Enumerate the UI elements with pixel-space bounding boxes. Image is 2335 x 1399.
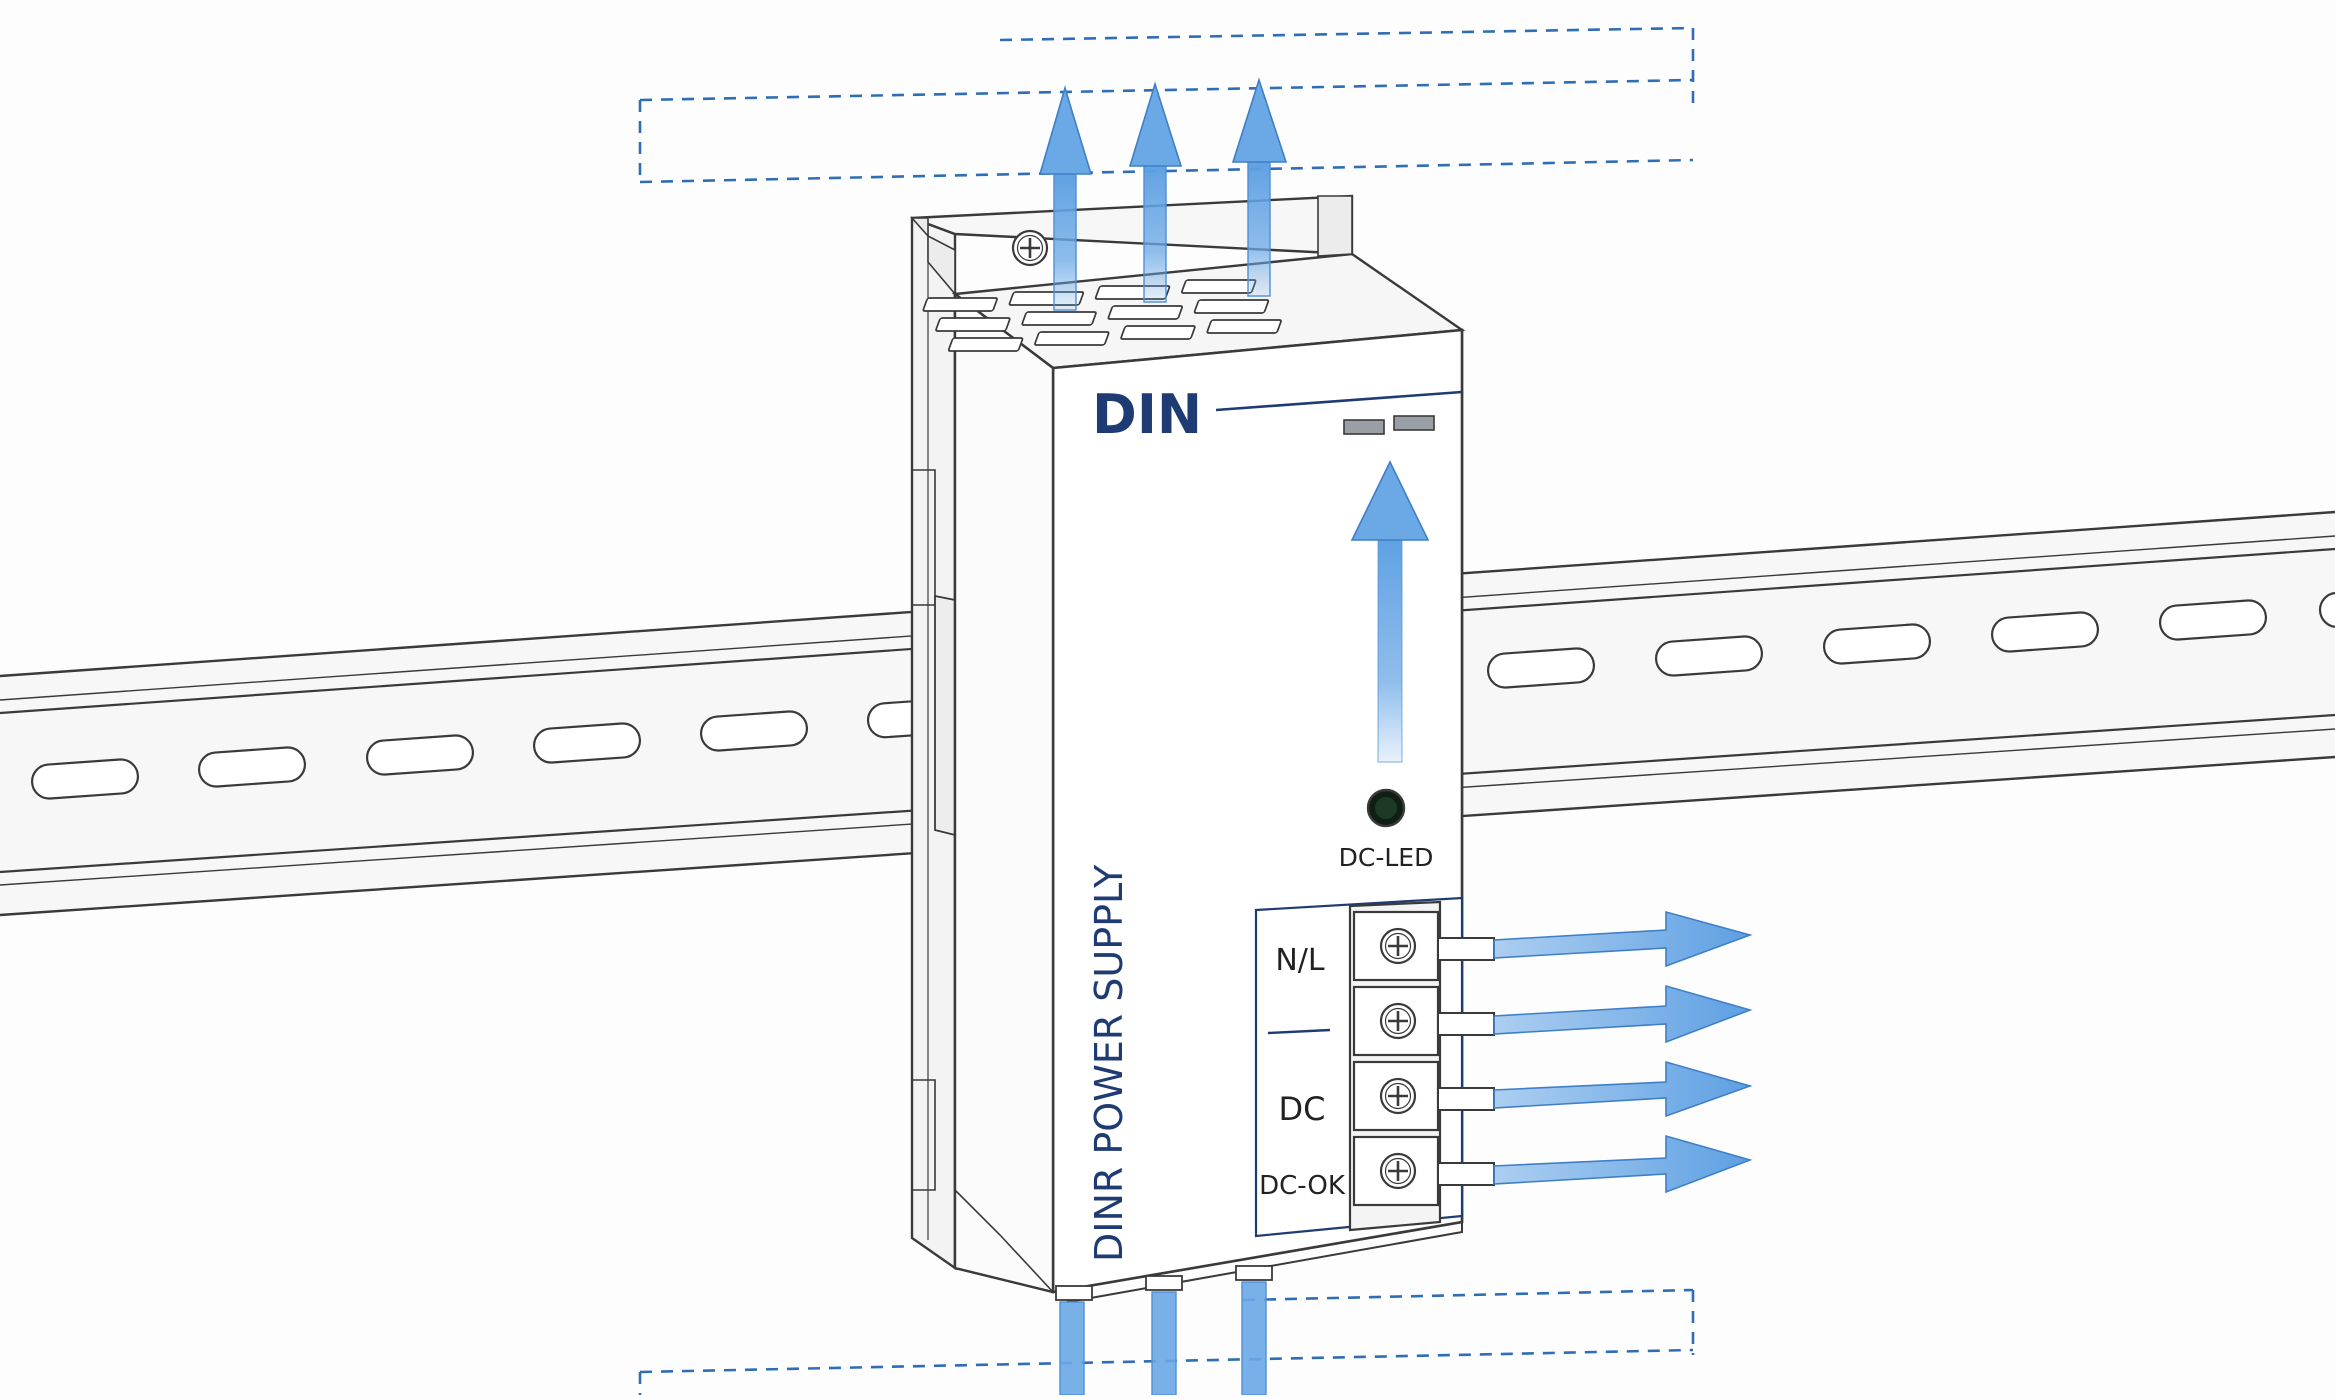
brand-area: DIN — [1092, 383, 1463, 446]
terminal-screw-icon — [1379, 1002, 1417, 1040]
airflow-arrow-icon — [1493, 1134, 1753, 1194]
airflow-arrow-icon — [1038, 85, 1093, 311]
airflow-arrow-icon — [1493, 984, 1753, 1044]
indicator-window-2 — [1393, 415, 1435, 431]
terminal-label-dc-ok: DC-OK — [1259, 1171, 1346, 1201]
indicator-window-1 — [1343, 419, 1385, 435]
top-mounting-screw-icon — [1011, 229, 1049, 267]
terminal-label-dc: DC — [1279, 1090, 1326, 1128]
top-airflow-arrows — [1038, 77, 1288, 311]
bottom-airflow-arrows — [1059, 1281, 1267, 1396]
terminal-screw-icon — [1379, 1152, 1417, 1190]
terminal-screw-icon — [1379, 1077, 1417, 1115]
led-label: DC-LED — [1339, 843, 1434, 872]
model-label: DINR POWER SUPPLY — [1087, 864, 1131, 1262]
output-airflow-arrows — [1493, 910, 1753, 1194]
terminal-block: N/L DC DC-OK — [1254, 896, 1495, 1238]
front-airflow-arrow-icon — [1350, 460, 1430, 763]
airflow-arrow-icon — [1493, 1060, 1753, 1118]
terminal-label-nl: N/L — [1275, 943, 1325, 978]
airflow-arrow-icon — [1128, 81, 1183, 303]
dc-led: DC-LED — [1339, 788, 1434, 872]
terminal-screw-icon — [1379, 927, 1417, 965]
top-vent-grille — [922, 279, 1282, 352]
brand-label: DIN — [1092, 383, 1202, 446]
airflow-arrow-icon — [1059, 1301, 1085, 1396]
airflow-arrow-icon — [1231, 77, 1288, 297]
airflow-arrow-icon — [1493, 910, 1753, 968]
airflow-arrow-icon — [1241, 1281, 1267, 1396]
airflow-arrow-icon — [1151, 1291, 1177, 1396]
